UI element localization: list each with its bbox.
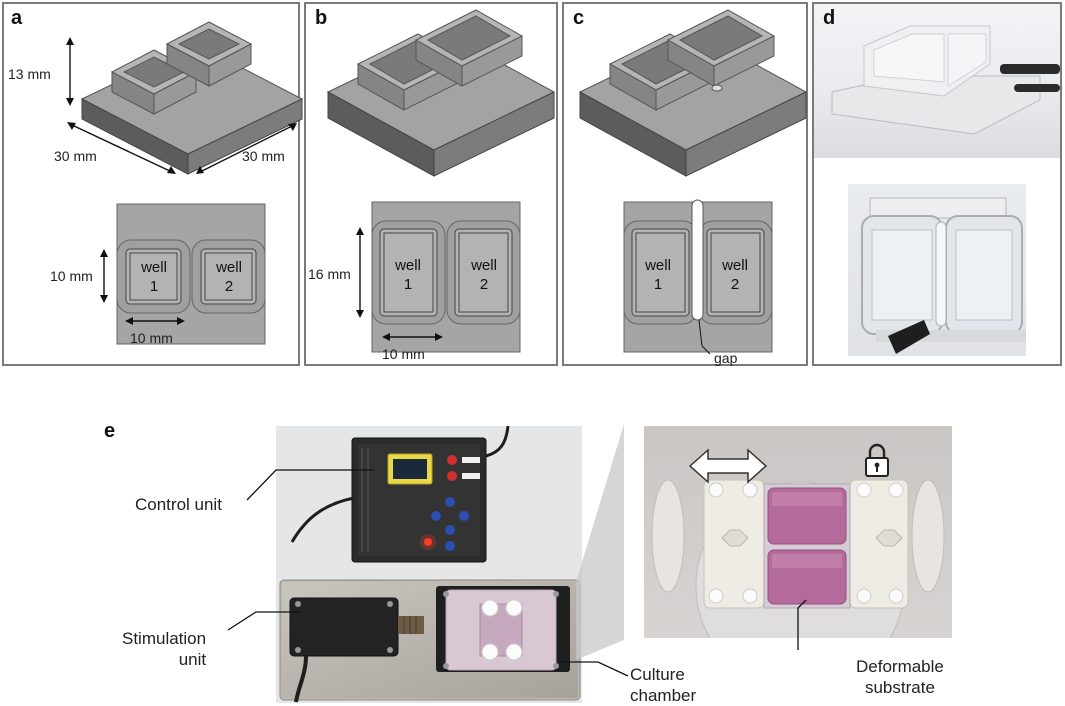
- panel-a: a 13 mm 30 mm 30 mm: [2, 2, 304, 366]
- photo-stimulation-device: [276, 426, 582, 703]
- dimension-well-width-b: 10 mm: [382, 346, 425, 362]
- photo-chamber-side-view: [814, 4, 1060, 158]
- photo-culture-chamber-closeup: [644, 426, 952, 638]
- zoom-indicator: [576, 424, 624, 660]
- cad-model-b: [326, 9, 556, 177]
- photo-chamber-top-view: [848, 184, 1026, 356]
- dimension-width-a: 30 mm: [242, 148, 285, 164]
- top-view-b: [356, 201, 521, 353]
- panel-label-e: e: [104, 420, 116, 442]
- top-view-a: [100, 203, 266, 345]
- double-arrow-icon: [688, 448, 768, 484]
- cad-model-c: [578, 9, 808, 177]
- panel-label-c: c: [573, 7, 585, 29]
- dimension-well-height-b: 16 mm: [308, 266, 351, 282]
- panel-label-d: d: [823, 7, 836, 29]
- panel-label-a: a: [11, 7, 23, 29]
- cad-model-a: [66, 21, 304, 175]
- panel-label-b: b: [315, 7, 328, 29]
- panel-d: d: [812, 2, 1062, 366]
- top-view-c: [623, 199, 773, 355]
- control-unit-label: Control unit: [135, 495, 222, 514]
- dimension-height-a: 13 mm: [8, 66, 51, 82]
- lock-icon: [865, 443, 889, 477]
- gap-label: gap: [714, 350, 738, 366]
- dimension-well-height-a: 10 mm: [50, 268, 93, 284]
- dimension-well-width-a: 10 mm: [130, 330, 173, 346]
- dimension-length-a: 30 mm: [54, 148, 97, 164]
